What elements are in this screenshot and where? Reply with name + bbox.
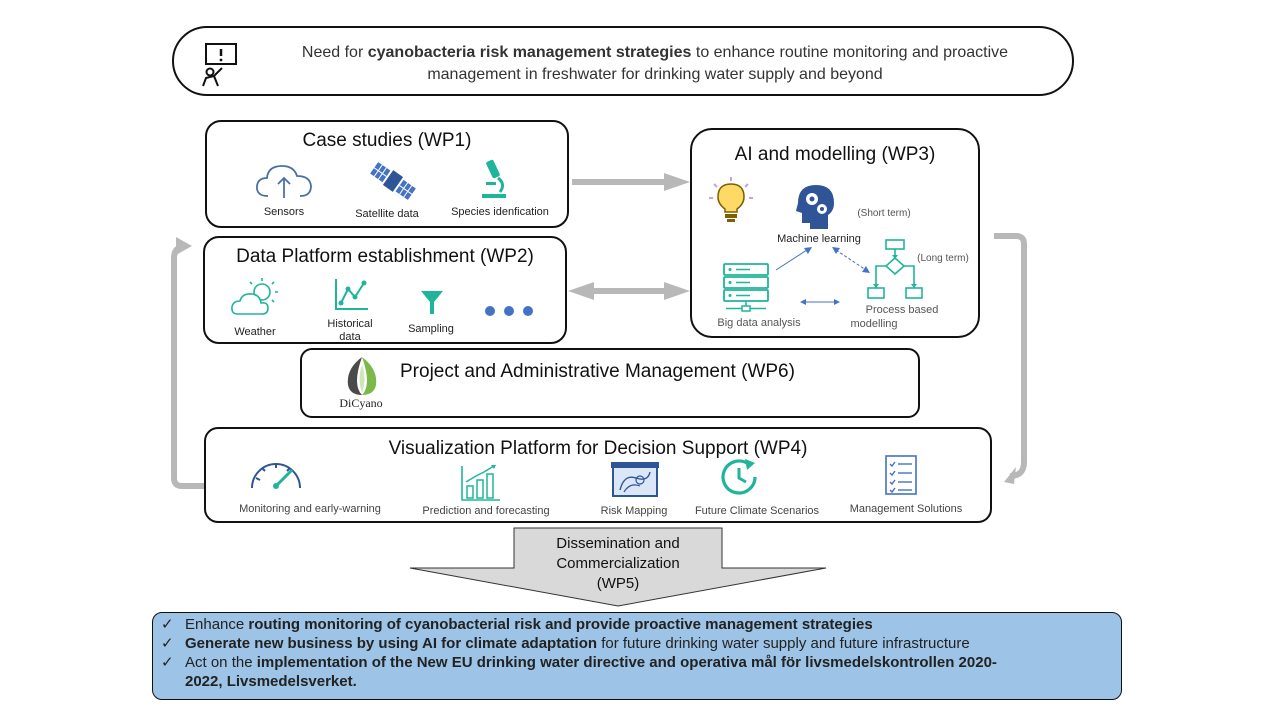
- wp4-monitoring-label: Monitoring and early-warning: [239, 503, 381, 515]
- risk-map-icon: [611, 462, 659, 497]
- wp5-line1: Dissemination and: [556, 535, 680, 552]
- wp1-title: Case studies (WP1): [302, 130, 472, 151]
- wp1-satellite-label: Satellite data: [355, 208, 419, 220]
- microscope-icon: [482, 159, 506, 198]
- wp3-process-label-2: modelling: [850, 318, 898, 330]
- wp6-title: Project and Administrative Management (W…: [400, 361, 795, 382]
- lightbulb-icon: [709, 177, 753, 222]
- check-icon: ✓: [161, 635, 174, 652]
- wp3-short-term-label: (Short term): [857, 208, 911, 219]
- outcome-1-prefix: Enhance: [185, 616, 249, 633]
- wp4-management-solutions-label: Management Solutions: [849, 503, 963, 515]
- wp2-historical-label-2: data: [339, 331, 361, 343]
- wp4-risk-mapping-label: Risk Mapping: [600, 505, 668, 517]
- weather-icon: [231, 278, 278, 315]
- wp2-weather-label: Weather: [234, 326, 276, 338]
- wp3-machine-learning-label: Machine learning: [777, 233, 861, 245]
- clock-refresh-icon: [721, 459, 757, 495]
- wp4-climate-label: Future Climate Scenarios: [694, 505, 820, 517]
- funnel-icon: [421, 291, 443, 314]
- flowchart-icon: [867, 239, 923, 299]
- wp2-sampling-label: Sampling: [408, 323, 454, 335]
- outcome-item: ✓ Enhance routing monitoring of cyanobac…: [161, 615, 1111, 634]
- dicyano-logo: [347, 357, 377, 395]
- line-chart-icon: [335, 279, 368, 310]
- alert-person-icon: [202, 43, 237, 87]
- wp3-long-term-label: (Long term): [917, 253, 969, 264]
- wp4-title: Visualization Platform for Decision Supp…: [388, 438, 808, 459]
- wp4-visualization-platform: Visualization Platform for Decision Supp…: [204, 427, 992, 523]
- wp5-line2: Commercialization: [556, 555, 680, 572]
- statement-bold: cyanobacteria risk management strategies: [367, 44, 692, 61]
- wp5-line3: (WP5): [596, 575, 640, 592]
- outcomes-box: ✓ Enhance routing monitoring of cyanobac…: [152, 612, 1122, 700]
- statement-line2: management in freshwater for drinking wa…: [427, 66, 883, 83]
- wp2-title: Data Platform establishment (WP2): [236, 246, 534, 267]
- wp4-prediction-label: Prediction and forecasting: [422, 505, 550, 517]
- gauge-icon: [251, 463, 301, 489]
- outcome-1-bold: routing monitoring of cyanobacterial ris…: [248, 616, 873, 633]
- bar-chart-icon: [461, 465, 500, 501]
- statement-prefix: Need for: [301, 44, 368, 61]
- wp3-title: AI and modelling (WP3): [734, 144, 936, 165]
- server-icon: [723, 263, 769, 312]
- check-icon: ✓: [161, 616, 174, 633]
- wp1-sensors-label: Sensors: [263, 206, 305, 218]
- wp6-management: Project and Administrative Management (W…: [300, 348, 920, 418]
- wp5-label: Dissemination and Commercialization (WP5…: [520, 534, 716, 594]
- problem-statement-text: Need for cyanobacteria risk management s…: [250, 42, 1060, 86]
- wp2-data-platform: Data Platform establishment (WP2): [203, 236, 567, 344]
- more-dots-icon: [485, 306, 533, 316]
- brain-gears-icon: [796, 185, 834, 229]
- statement-line1-end: to enhance routine monitoring and proact…: [691, 44, 1009, 61]
- problem-statement-box: [172, 26, 1074, 96]
- wp1-species-label: Species idenfication: [451, 206, 549, 218]
- outcome-2-bold: Generate new business by using AI for cl…: [185, 635, 598, 652]
- dicyano-logo-text: DiCyano: [339, 396, 383, 410]
- outcome-item: ✓ Generate new business by using AI for …: [161, 634, 1111, 653]
- check-icon: ✓: [161, 654, 174, 671]
- outcome-3-bold-2: 2022, Livsmedelsverket.: [185, 673, 357, 690]
- cloud-upload-icon: [256, 165, 312, 198]
- outcome-item: ✓ Act on the implementation of the New E…: [161, 653, 1111, 691]
- outcome-3-bold-1: implementation of the New EU drinking wa…: [256, 654, 997, 671]
- outcome-3-prefix: Act on the: [185, 654, 257, 671]
- satellite-icon: [370, 162, 416, 200]
- outcome-2-suffix: for future drinking water supply and fut…: [597, 635, 970, 652]
- wp3-big-data-label: Big data analysis: [717, 317, 801, 329]
- wp2-historical-label-1: Historical: [327, 318, 373, 330]
- checklist-icon: [885, 455, 917, 495]
- wp3-process-label-1: Process based: [865, 304, 939, 316]
